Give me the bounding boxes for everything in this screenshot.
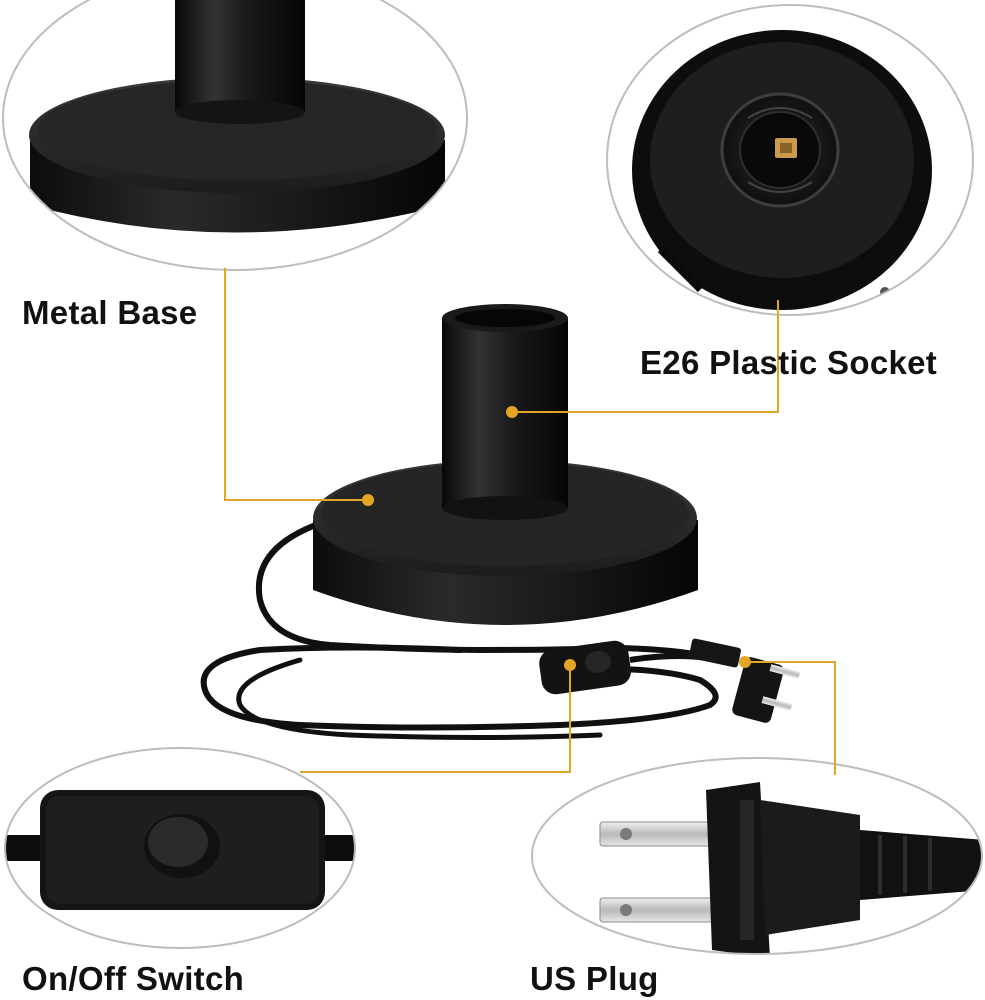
dot-switch [564, 659, 576, 671]
plug-label: US Plug [530, 960, 659, 997]
plastic-socket-label: E26 Plastic Socket [640, 344, 938, 381]
dot-socket [506, 406, 518, 418]
leader-lines [224, 268, 836, 775]
leader-metal-base [224, 268, 368, 501]
switch-label: On/Off Switch [22, 960, 245, 997]
switch-closeup [4, 747, 356, 949]
leader-plug [745, 661, 836, 775]
plug [732, 657, 801, 723]
socket-closeup [606, 4, 974, 316]
leader-switch [300, 665, 571, 773]
lamp-base-product [200, 304, 801, 740]
metal-base-closeup [2, 0, 468, 271]
leader-dots [362, 406, 751, 671]
plug-closeup [531, 757, 983, 955]
metal-base-label: Metal Base [22, 294, 198, 331]
dot-plug [739, 656, 751, 668]
leader-socket [512, 300, 779, 413]
dot-metal-base [362, 494, 374, 506]
inline-switch [539, 640, 631, 695]
